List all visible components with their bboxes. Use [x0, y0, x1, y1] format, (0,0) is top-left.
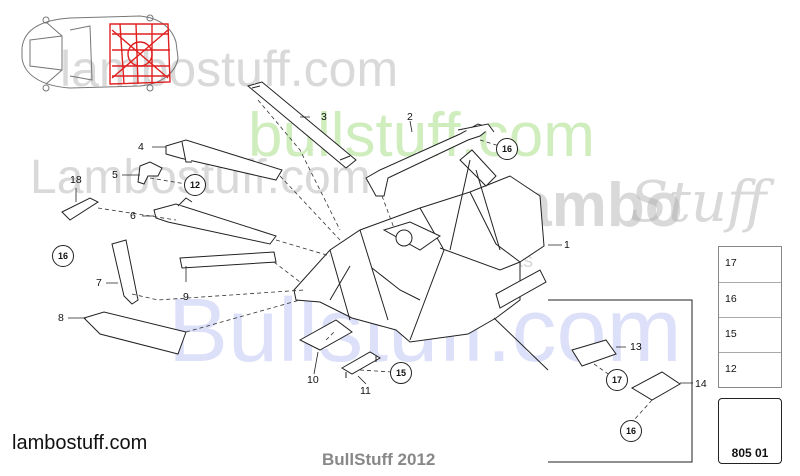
label-part-14: 14 — [695, 378, 707, 390]
label-part-6: 6 — [130, 210, 136, 222]
legend-row-rivet-nut: 16 — [719, 282, 781, 318]
car-thumbnail — [21, 14, 179, 92]
part-5-bracket — [137, 161, 163, 185]
legend-label: 17 — [725, 257, 737, 269]
legend-row-screw: 12 — [719, 352, 781, 388]
callout-17: 17 — [606, 369, 628, 391]
footer-site: lambostuff.com — [12, 432, 148, 454]
page-code-box[interactable]: 805 01 — [718, 398, 782, 464]
part-11-bracket — [341, 351, 381, 378]
legend-label: 15 — [725, 328, 737, 340]
legend-row-bolt: 17 — [719, 247, 781, 282]
label-part-1: 1 — [564, 239, 570, 251]
part-14-block — [630, 371, 681, 401]
footer-copyright: BullStuff 2012 — [322, 450, 436, 469]
legend-label: 16 — [725, 293, 737, 305]
leader-lines — [68, 116, 693, 385]
part-18-plate — [61, 197, 100, 221]
callout-16-left: 16 — [52, 245, 74, 267]
part-6-member — [153, 197, 277, 245]
detail-box-outline — [548, 299, 693, 463]
label-part-10: 10 — [307, 374, 319, 386]
callout-15: 15 — [390, 362, 412, 384]
callout-16-top: 16 — [496, 138, 518, 160]
callout-12: 12 — [184, 174, 206, 196]
label-part-4: 4 — [138, 141, 144, 153]
part-8-panel — [83, 311, 187, 355]
car-highlight — [109, 23, 171, 85]
part-9-bar — [179, 251, 277, 269]
part-3-strut — [246, 81, 357, 169]
part-10-mount — [298, 319, 353, 351]
callout-16-detail: 16 — [620, 420, 642, 442]
part-4-rail — [165, 139, 283, 181]
label-part-18: 18 — [70, 174, 82, 186]
detail-connector — [493, 317, 549, 371]
label-part-13: 13 — [630, 341, 642, 353]
label-part-3: 3 — [321, 111, 327, 123]
part-1-frame — [293, 149, 547, 343]
part-13-block — [571, 339, 617, 367]
fastener-legend: 17 16 15 12 — [718, 246, 782, 388]
label-part-8: 8 — [58, 312, 64, 324]
part-2-arch — [365, 123, 495, 197]
page-code: 805 01 — [731, 446, 769, 460]
label-part-9: 9 — [183, 291, 189, 303]
legend-label: 12 — [725, 363, 737, 375]
label-part-5: 5 — [112, 169, 118, 181]
label-part-7: 7 — [96, 277, 102, 289]
part-7-brace — [111, 239, 139, 305]
legend-row-hex-nut: 15 — [719, 317, 781, 353]
label-part-11: 11 — [360, 385, 371, 397]
label-part-2: 2 — [407, 111, 413, 123]
